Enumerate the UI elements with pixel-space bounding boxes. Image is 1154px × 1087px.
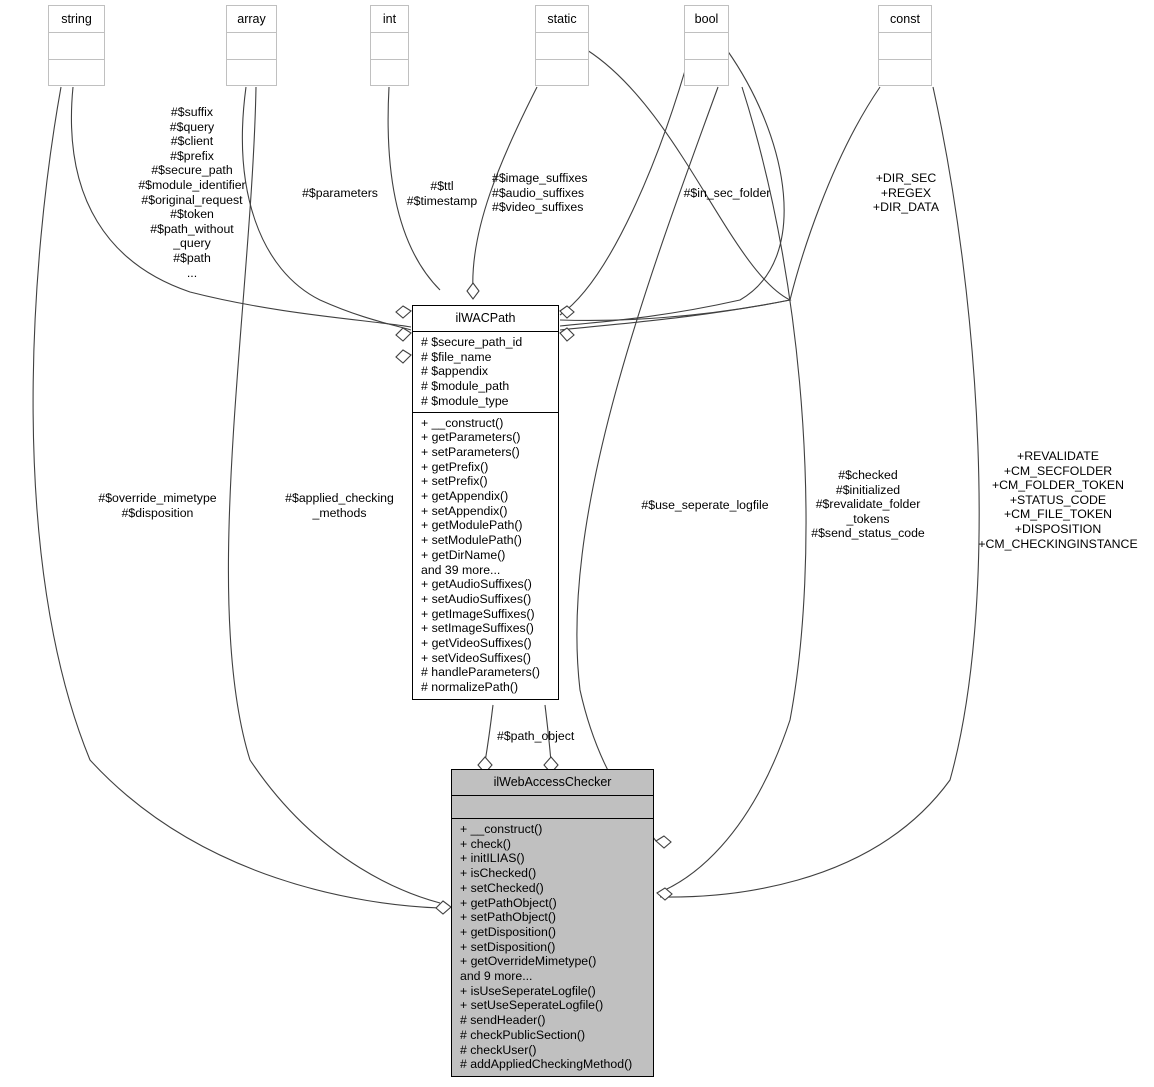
edge-label-static-wacpath: #$image_suffixes #$audio_suffixes #$vide… [492, 171, 588, 215]
op-ilwebaccesschecker-8: + setDisposition() [460, 939, 556, 954]
op-ilwebaccesschecker-15: # checkUser() [460, 1042, 537, 1057]
type-box-static[interactable]: static [535, 5, 589, 86]
edge-label-const-checker: +REVALIDATE +CM_SECFOLDER +CM_FOLDER_TOK… [978, 449, 1138, 551]
op-ilwacpath-10: and 39 more... [421, 562, 501, 577]
op-ilwebaccesschecker-3: + isChecked() [460, 866, 537, 881]
type-box-const[interactable]: const [878, 5, 932, 86]
op-ilwebaccesschecker-11: + isUseSeperateLogfile() [460, 983, 596, 998]
op-ilwacpath-15: + getVideoSuffixes() [421, 636, 532, 651]
op-ilwacpath-18: # normalizePath() [421, 680, 519, 695]
op-ilwebaccesschecker-2: + initILIAS() [460, 851, 525, 866]
attr-ilwacpath-4: # $module_type [421, 393, 509, 408]
op-ilwacpath-13: + getImageSuffixes() [421, 606, 535, 621]
op-ilwacpath-3: + getPrefix() [421, 459, 489, 474]
op-ilwebaccesschecker-12: + setUseSeperateLogfile() [460, 998, 604, 1013]
edge-bool-checker-flags [657, 86, 807, 894]
type-box-bool-label: bool [685, 6, 728, 33]
edge-wacpath-checker [484, 704, 494, 763]
type-box-string-label: string [49, 6, 104, 33]
op-ilwacpath-6: + setAppendix() [421, 503, 508, 518]
edge-label-array-checker: #$applied_checking _methods [285, 491, 394, 520]
edge-label-bool-checker-flags: #$checked #$initialized #$revalidate_fol… [811, 468, 925, 541]
op-ilwacpath-4: + setPrefix() [421, 474, 488, 489]
type-box-array[interactable]: array [226, 5, 277, 86]
edge-label-bool-wacpath: #$in_sec_folder [683, 186, 771, 200]
diamond-checker-right-1 [655, 835, 672, 849]
op-ilwacpath-5: + getAppendix() [421, 489, 509, 504]
op-ilwacpath-9: + getDirName() [421, 547, 506, 562]
class-attributes-ilwebaccesschecker [452, 796, 653, 819]
op-ilwebaccesschecker-13: # sendHeader() [460, 1013, 546, 1028]
class-attributes-ilwacpath: # $secure_path_id# $file_name# $appendix… [413, 332, 558, 413]
edge-label-int-wacpath: #$ttl #$timestamp [406, 179, 478, 208]
type-box-const-label: const [879, 6, 931, 33]
type-box-string[interactable]: string [48, 5, 105, 86]
class-operations-ilwacpath: + __construct()+ getParameters()+ setPar… [413, 413, 558, 699]
type-box-int-label: int [371, 6, 408, 33]
diamond-checker-left [435, 900, 452, 915]
class-title-ilwebaccesschecker: ilWebAccessChecker [452, 770, 653, 796]
op-ilwacpath-12: + setAudioSuffixes() [421, 591, 532, 606]
op-ilwebaccesschecker-4: + setChecked() [460, 880, 544, 895]
type-box-array-ops [227, 60, 276, 87]
op-ilwebaccesschecker-0: + __construct() [460, 822, 543, 836]
op-ilwacpath-7: + getModulePath() [421, 518, 523, 533]
op-ilwacpath-1: + getParameters() [421, 430, 521, 445]
op-ilwacpath-2: + setParameters() [421, 444, 520, 459]
edge-label-wacpath-checker: #$path_object [497, 729, 575, 743]
type-box-int[interactable]: int [370, 5, 409, 86]
type-box-int-attrs [371, 33, 408, 60]
op-ilwebaccesschecker-14: # checkPublicSection() [460, 1027, 586, 1042]
type-box-const-attrs [879, 33, 931, 60]
op-ilwebaccesschecker-16: # addAppliedCheckingMethod() [460, 1057, 633, 1072]
attr-ilwacpath-0: # $secure_path_id [421, 335, 523, 349]
diamond-wacpath-left-2 [395, 327, 412, 342]
op-ilwebaccesschecker-10: and 9 more... [460, 969, 533, 984]
op-ilwebaccesschecker-5: + getPathObject() [460, 895, 557, 910]
type-box-const-ops [879, 60, 931, 87]
type-box-string-attrs [49, 33, 104, 60]
diamond-wacpath-right-1 [559, 305, 575, 319]
class-box-ilwacpath[interactable]: ilWACPath # $secure_path_id# $file_name#… [412, 305, 559, 700]
op-ilwacpath-16: + setVideoSuffixes() [421, 650, 531, 665]
diamond-wacpath-left-1 [395, 305, 412, 319]
type-box-static-label: static [536, 6, 588, 33]
type-box-bool-ops [685, 60, 728, 87]
edge-label-bool-checker-logfile: #$use_seperate_logfile [641, 498, 769, 512]
diamond-checker-right-2 [656, 887, 673, 901]
class-operations-ilwebaccesschecker: + __construct()+ check()+ initILIAS()+ i… [452, 819, 653, 1076]
attr-ilwacpath-3: # $module_path [421, 379, 510, 394]
class-title-ilwacpath: ilWACPath [413, 306, 558, 332]
op-ilwebaccesschecker-1: + check() [460, 836, 511, 851]
op-ilwacpath-8: + setModulePath() [421, 533, 522, 548]
type-box-string-ops [49, 60, 104, 87]
type-box-array-label: array [227, 6, 276, 33]
type-box-bool[interactable]: bool [684, 5, 729, 86]
edge-label-string-wacpath: #$suffix #$query #$client #$prefix #$sec… [138, 105, 246, 280]
op-ilwacpath-14: + setImageSuffixes() [421, 621, 534, 636]
op-ilwacpath-0: + __construct() [421, 415, 504, 430]
attr-ilwacpath-2: # $appendix [421, 364, 489, 379]
type-box-array-attrs [227, 33, 276, 60]
type-box-int-ops [371, 60, 408, 87]
edge-label-const-wacpath: +DIR_SEC +REGEX +DIR_DATA [872, 171, 940, 215]
op-ilwacpath-11: + getAudioSuffixes() [421, 577, 532, 592]
op-ilwebaccesschecker-6: + setPathObject() [460, 910, 557, 925]
op-ilwebaccesschecker-7: + getDisposition() [460, 924, 557, 939]
class-box-ilwebaccesschecker[interactable]: ilWebAccessChecker + __construct()+ chec… [451, 769, 654, 1077]
diamond-wacpath-left-3 [395, 349, 412, 364]
type-box-static-ops [536, 60, 588, 87]
type-box-static-attrs [536, 33, 588, 60]
edge-label-string-checker: #$override_mimetype #$disposition [98, 491, 217, 520]
op-ilwacpath-17: # handleParameters() [421, 665, 540, 680]
op-ilwebaccesschecker-9: + getOverrideMimetype() [460, 954, 597, 969]
diamond-wacpath-top [466, 282, 480, 300]
attr-ilwacpath-1: # $file_name [421, 349, 492, 364]
type-box-bool-attrs [685, 33, 728, 60]
diamond-wacpath-right-2 [559, 327, 575, 342]
edge-label-array-wacpath: #$parameters [302, 186, 378, 200]
